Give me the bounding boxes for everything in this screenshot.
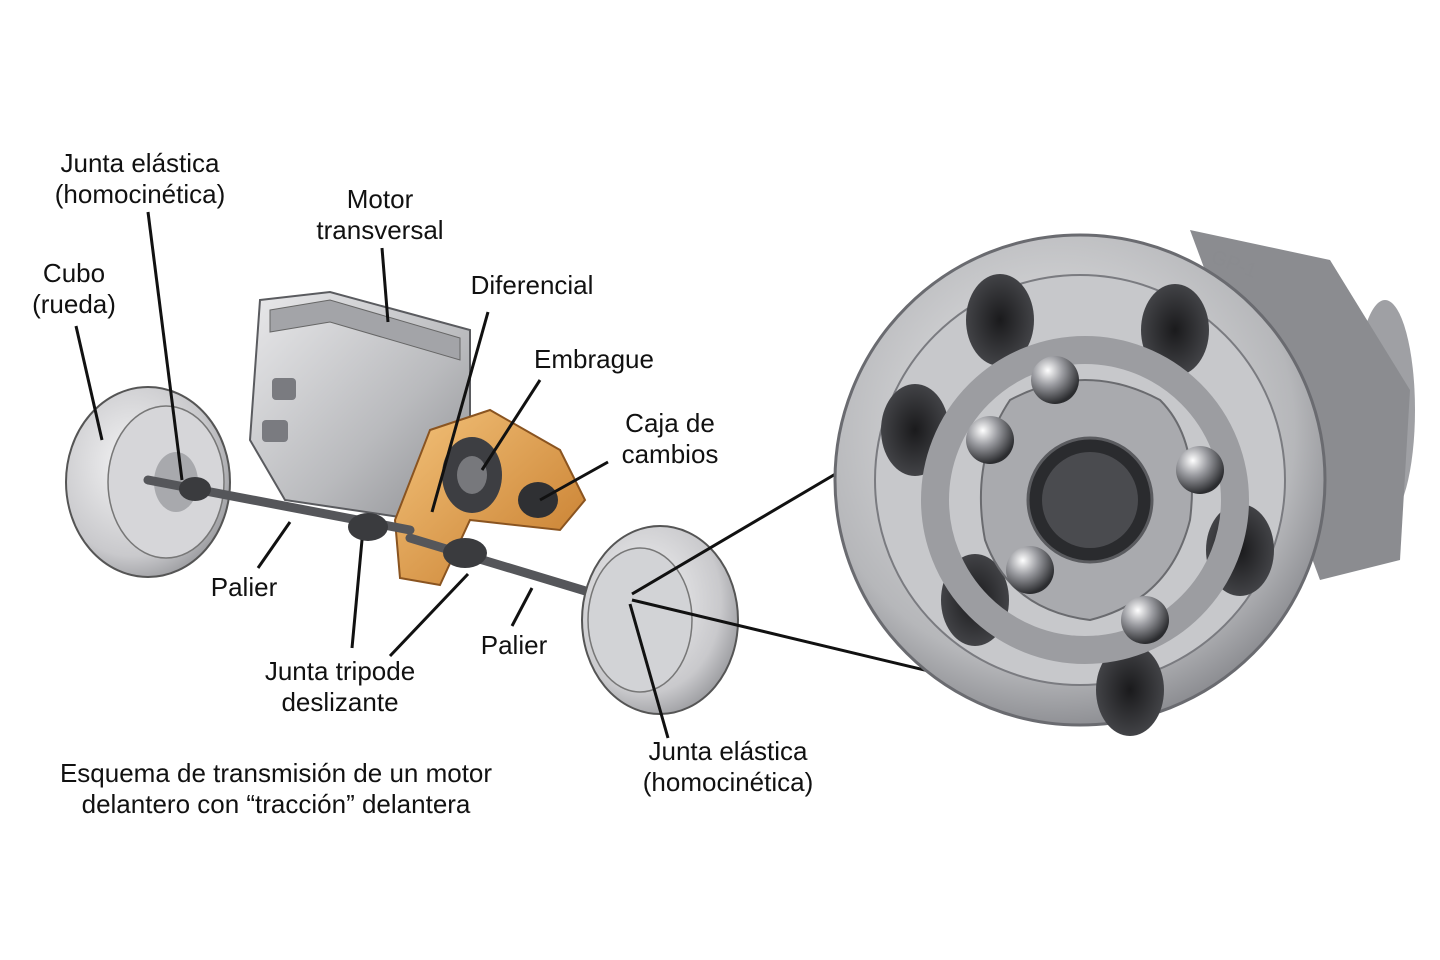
diagram-caption: Esquema de transmisión de un motor delan…: [59, 758, 493, 819]
engine-block: [248, 290, 471, 522]
label-motor-transversal: Motor transversal: [316, 184, 444, 245]
label-junta-elastica-left: Junta elástica (homocinética): [54, 148, 226, 209]
label-diferencial: Diferencial: [470, 270, 594, 300]
leader-lines: [74, 211, 670, 739]
zoom-line-bottom: [631, 598, 959, 680]
leader-palier-right: [510, 587, 534, 627]
gearbox-housing: [393, 408, 587, 587]
leader-diferencial: [430, 311, 490, 513]
label-palier-right: Palier: [480, 630, 548, 660]
label-caja-de-cambios: Caja de cambios: [621, 408, 719, 469]
leader-motor: [380, 247, 390, 323]
leader-junta-elastica-left: [146, 211, 184, 481]
label-junta-tripode: Junta tripode deslizante: [264, 656, 416, 717]
right-wheel: [581, 525, 739, 715]
leader-caja: [539, 460, 609, 502]
cv-joint-closeup: [833, 230, 1415, 736]
label-embrague: Embrague: [534, 344, 654, 374]
leader-junta-elastica-right: [628, 603, 670, 739]
label-palier-left: Palier: [210, 572, 278, 602]
zoom-line-top: [631, 454, 867, 596]
label-junta-elastica-right: Junta elástica (homocinética): [642, 736, 814, 797]
leader-embrague: [480, 379, 542, 471]
leader-tripode-b: [388, 572, 470, 658]
label-cubo-rueda: Cubo (rueda): [32, 258, 116, 319]
leader-palier-left: [256, 521, 292, 569]
leader-tripode-a: [350, 539, 364, 649]
leader-cubo: [74, 325, 104, 441]
